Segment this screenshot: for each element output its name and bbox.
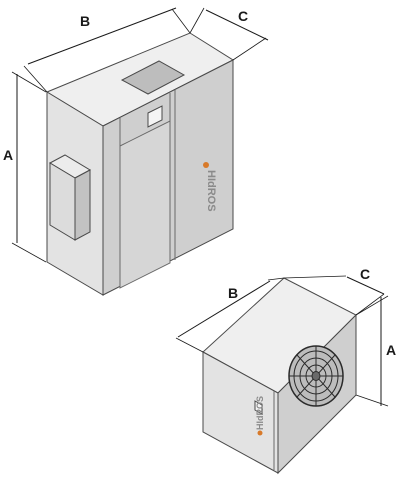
outdoor-unit-brand-label: HIdROS (255, 396, 265, 430)
dimension-label-c: C (238, 8, 248, 24)
indoor-unit-brand-label: HIdROS (205, 170, 217, 212)
outdoor-dimension-b: B (175, 277, 285, 353)
extension-line (11, 71, 47, 93)
outdoor-dimension-c: C (283, 266, 385, 316)
indoor-unit-top-opening (120, 60, 186, 95)
extension-line (11, 242, 47, 263)
fan-grille-icon (288, 345, 344, 407)
indoor-dimension-c: C (189, 7, 269, 61)
indoor-dimension-b: B (23, 7, 191, 93)
extension-line (355, 394, 389, 407)
extension-line (267, 277, 285, 281)
dimension-label-b: B (80, 13, 90, 29)
dimension-label-a: A (386, 342, 396, 358)
extension-line (232, 37, 267, 61)
extension-line (23, 65, 48, 93)
extension-line (355, 293, 385, 316)
dimension-label-c: C (360, 266, 370, 282)
vent-louver-icon (254, 400, 263, 415)
extension-line (171, 8, 191, 34)
extension-line (175, 337, 204, 353)
dimension-label-b: B (228, 285, 238, 301)
indoor-dimension-a: A (3, 71, 47, 263)
indoor-unit-display-window (147, 105, 163, 128)
outdoor-dimension-a: A (355, 295, 396, 407)
indoor-unit: HIdROS (45, 32, 235, 296)
extension-line (283, 275, 347, 279)
extension-line (355, 295, 389, 316)
dimension-line (27, 7, 177, 65)
fan-hub (311, 371, 321, 381)
brand-logo-icon (257, 430, 263, 436)
indoor-unit-door-panel (119, 120, 171, 289)
brand-logo-icon (203, 162, 209, 168)
indoor-unit-side-box-side (74, 169, 91, 241)
dimension-label-a: A (3, 147, 13, 163)
dimension-line (205, 9, 269, 41)
dimension-line (346, 276, 385, 295)
dimension-line (177, 280, 271, 338)
extension-line (189, 7, 205, 34)
outdoor-unit: HIdROS (202, 277, 357, 475)
